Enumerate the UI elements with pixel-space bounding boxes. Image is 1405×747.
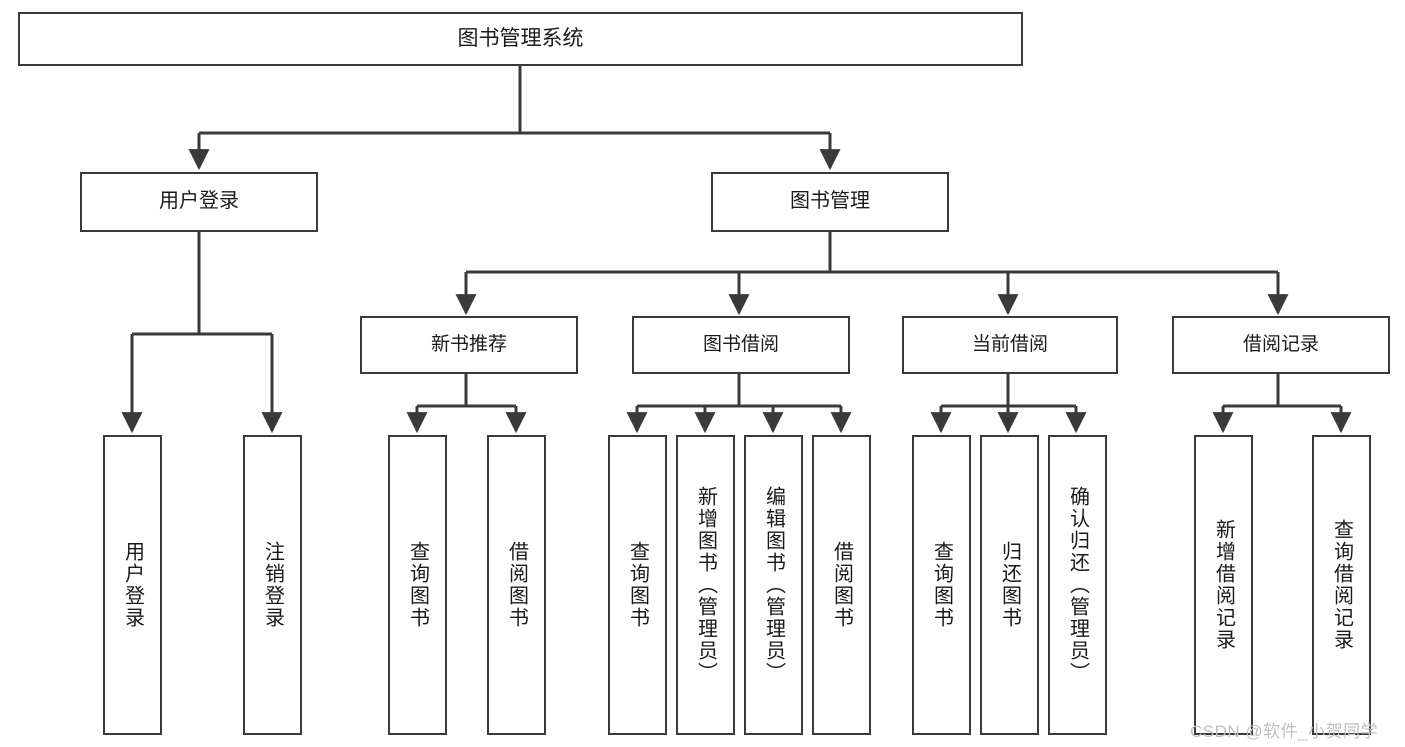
node-book-management[interactable]: 图书管理 xyxy=(711,172,949,232)
leaf-add-record-label: 新增借阅记录 xyxy=(1212,519,1235,651)
leaf-return-book-label: 归还图书 xyxy=(998,541,1021,629)
node-book-borrow-label: 图书借阅 xyxy=(702,333,779,355)
leaf-query-book-2-label: 查询图书 xyxy=(626,541,649,629)
node-current-borrow-label: 当前借阅 xyxy=(971,333,1048,355)
leaf-query-record-label: 查询借阅记录 xyxy=(1330,519,1353,651)
leaf-confirm-return-label: 确认归还（管理员） xyxy=(1066,486,1089,684)
leaf-confirm-return[interactable]: 确认归还（管理员） xyxy=(1048,435,1107,735)
leaf-edit-book[interactable]: 编辑图书（管理员） xyxy=(744,435,803,735)
leaf-logout-login-label: 注销登录 xyxy=(261,541,284,629)
leaf-add-book-label: 新增图书（管理员） xyxy=(694,486,717,684)
leaf-query-record[interactable]: 查询借阅记录 xyxy=(1312,435,1371,735)
leaf-query-book-1-label: 查询图书 xyxy=(406,541,429,629)
leaf-return-book[interactable]: 归还图书 xyxy=(980,435,1039,735)
node-user-login[interactable]: 用户登录 xyxy=(80,172,318,232)
node-new-book-recommend-label: 新书推荐 xyxy=(430,333,507,355)
leaf-query-book-3-label: 查询图书 xyxy=(930,541,953,629)
leaf-add-book[interactable]: 新增图书（管理员） xyxy=(676,435,735,735)
node-new-book-recommend[interactable]: 新书推荐 xyxy=(360,316,578,374)
leaf-borrow-book-1-label: 借阅图书 xyxy=(505,541,528,629)
node-root-label: 图书管理系统 xyxy=(457,26,584,50)
leaf-borrow-book-2[interactable]: 借阅图书 xyxy=(812,435,871,735)
leaf-query-book-3[interactable]: 查询图书 xyxy=(912,435,971,735)
node-borrow-record[interactable]: 借阅记录 xyxy=(1172,316,1390,374)
leaf-query-book-1[interactable]: 查询图书 xyxy=(388,435,447,735)
node-book-management-label: 图书管理 xyxy=(790,190,870,213)
node-book-borrow[interactable]: 图书借阅 xyxy=(632,316,850,374)
csdn-watermark: CSDN @软件_小贺同学 xyxy=(1190,722,1379,741)
node-user-login-label: 用户登录 xyxy=(159,190,239,213)
leaf-user-login-label: 用户登录 xyxy=(121,541,144,629)
leaf-user-login[interactable]: 用户登录 xyxy=(103,435,162,735)
leaf-query-book-2[interactable]: 查询图书 xyxy=(608,435,667,735)
leaf-logout-login[interactable]: 注销登录 xyxy=(243,435,302,735)
node-borrow-record-label: 借阅记录 xyxy=(1242,333,1319,355)
leaf-edit-book-label: 编辑图书（管理员） xyxy=(762,486,785,684)
leaf-add-record[interactable]: 新增借阅记录 xyxy=(1194,435,1253,735)
node-current-borrow[interactable]: 当前借阅 xyxy=(902,316,1118,374)
node-root[interactable]: 图书管理系统 xyxy=(18,12,1023,66)
leaf-borrow-book-1[interactable]: 借阅图书 xyxy=(487,435,546,735)
leaf-borrow-book-2-label: 借阅图书 xyxy=(830,541,853,629)
